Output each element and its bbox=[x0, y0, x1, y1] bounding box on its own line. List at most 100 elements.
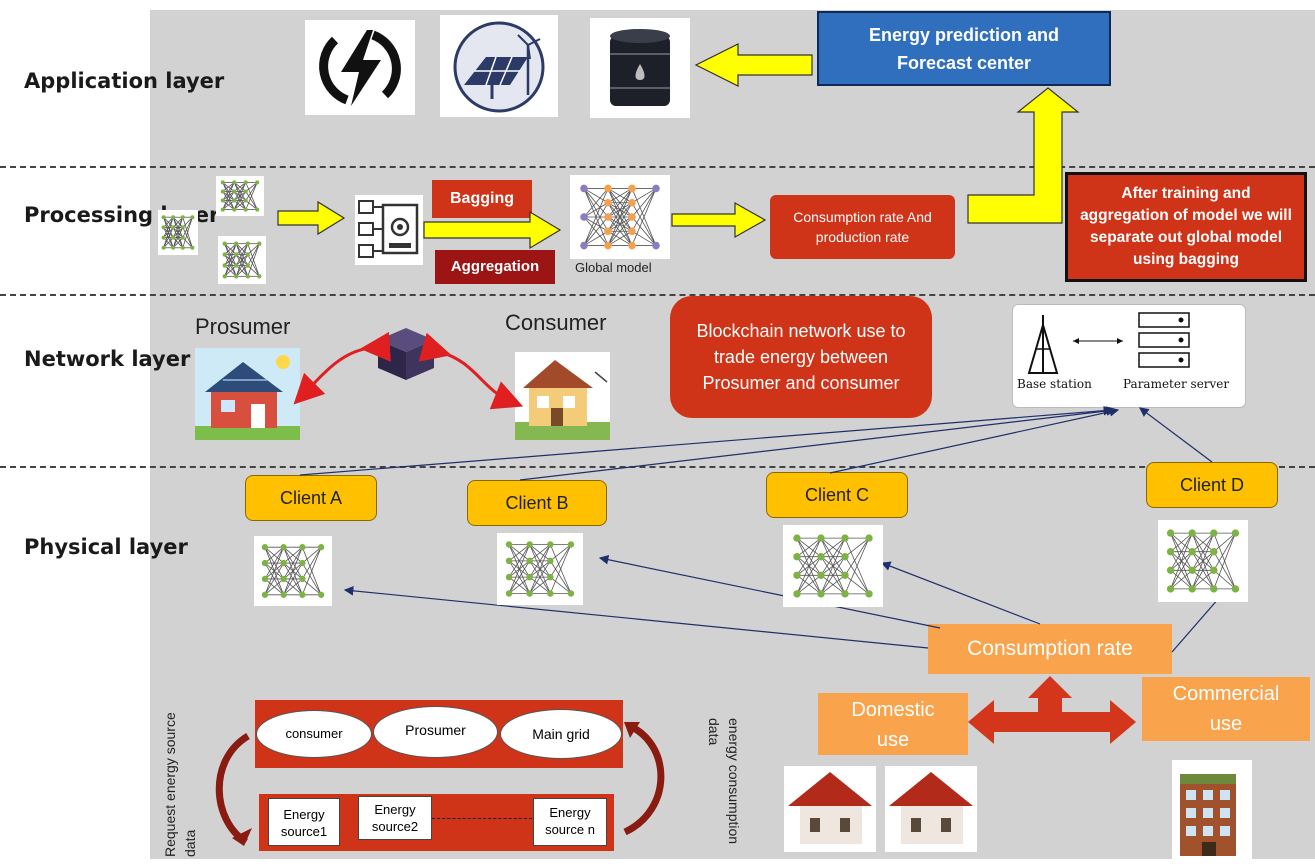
nn-node bbox=[299, 559, 306, 567]
nn-node bbox=[547, 541, 554, 548]
request-curve-arrow bbox=[215, 733, 250, 845]
nn-node bbox=[280, 544, 287, 551]
nn-node bbox=[505, 557, 513, 565]
nn-node bbox=[171, 235, 176, 240]
nn-node bbox=[1210, 585, 1218, 593]
prosumer-label: Prosumer bbox=[195, 314, 291, 339]
client-b-nn-icon bbox=[497, 533, 583, 605]
neural-network-icon bbox=[220, 180, 260, 212]
network-layer-label: Network layer bbox=[24, 347, 191, 371]
nn-node bbox=[817, 590, 825, 598]
energy-source-1-box: Energy source1 bbox=[268, 798, 340, 846]
client-a-nn-icon bbox=[254, 536, 332, 606]
nn-node bbox=[505, 573, 513, 581]
nn-node bbox=[604, 241, 612, 250]
nn-node bbox=[190, 245, 195, 250]
consumption-rate-box: Consumption rate bbox=[928, 624, 1172, 674]
physical-layer-label: Physical layer bbox=[24, 535, 188, 559]
prosumer-house-icon bbox=[195, 348, 300, 440]
nn-node bbox=[567, 590, 575, 597]
separator-network-physical bbox=[0, 466, 1315, 468]
nn-node bbox=[234, 263, 239, 268]
nn-node bbox=[280, 575, 287, 583]
rate-to-client-b-line bbox=[598, 554, 941, 629]
nn-node bbox=[526, 590, 533, 597]
neural-network-icon bbox=[580, 184, 660, 250]
nn-node bbox=[628, 198, 636, 207]
global-model-label: Global model bbox=[575, 260, 652, 275]
nn-node bbox=[793, 553, 801, 561]
nn-node bbox=[232, 189, 237, 194]
nn-node bbox=[171, 215, 176, 220]
blockchain-consumer-arrow bbox=[418, 332, 524, 410]
nn-node bbox=[817, 534, 825, 542]
nn-node bbox=[180, 245, 185, 250]
nn-node bbox=[604, 198, 612, 207]
nn-node bbox=[220, 180, 225, 185]
nn-node bbox=[547, 557, 554, 565]
nn-node bbox=[222, 241, 227, 246]
rate-to-client-c-line bbox=[880, 561, 1041, 625]
nn-node bbox=[280, 559, 287, 567]
nn-node bbox=[1231, 585, 1240, 593]
energy-source-n-box: Energy source n bbox=[533, 798, 607, 846]
nn-node bbox=[234, 252, 239, 257]
nn-node bbox=[299, 544, 306, 551]
nn-node bbox=[865, 534, 873, 542]
nn-node bbox=[220, 198, 225, 203]
nn-node bbox=[580, 184, 588, 193]
nn-node bbox=[257, 274, 262, 279]
nn-node bbox=[1188, 548, 1196, 556]
nn-node bbox=[161, 215, 166, 220]
nn-node bbox=[652, 184, 660, 193]
nn-node bbox=[257, 241, 262, 246]
nn-node bbox=[1166, 529, 1175, 537]
nn-node bbox=[180, 215, 185, 220]
neural-network-icon bbox=[1166, 529, 1240, 593]
nn-node bbox=[793, 590, 801, 598]
consumer-label: Consumer bbox=[505, 310, 607, 335]
nn-node bbox=[865, 590, 873, 598]
neural-network-icon bbox=[505, 541, 575, 597]
barrel-icon bbox=[590, 18, 690, 118]
nn-node bbox=[234, 241, 239, 246]
red-triple-arrow bbox=[968, 676, 1136, 744]
yellow-arrow-chip-to-global bbox=[423, 210, 562, 250]
nn-node bbox=[580, 241, 588, 250]
nn-node bbox=[793, 534, 801, 542]
nn-node bbox=[245, 241, 250, 246]
yellow-arrow-global-to-rates bbox=[671, 201, 767, 239]
client-a-box: Client A bbox=[245, 475, 377, 521]
nn-node bbox=[526, 573, 533, 581]
client-b-box: Client B bbox=[467, 480, 607, 526]
nn-node bbox=[261, 544, 269, 551]
client-d-box: Client D bbox=[1146, 462, 1278, 508]
nn-node bbox=[604, 227, 612, 236]
grid-prosumer-ellipse: Prosumer bbox=[373, 706, 498, 758]
nn-node bbox=[841, 590, 849, 598]
nn-node bbox=[161, 245, 166, 250]
nn-node bbox=[171, 225, 176, 230]
nn-node bbox=[1188, 529, 1196, 537]
input-nn-icon-2 bbox=[216, 176, 264, 216]
nn-node bbox=[261, 559, 269, 567]
yellow-arrow-rates-to-forecast bbox=[967, 87, 1080, 224]
neural-network-icon bbox=[261, 544, 325, 598]
nn-node bbox=[1188, 585, 1196, 593]
nn-node bbox=[628, 241, 636, 250]
separator-processing-network bbox=[0, 294, 1315, 296]
nn-node bbox=[280, 591, 287, 598]
nn-node bbox=[171, 245, 176, 250]
solar-wind-icon bbox=[440, 15, 558, 117]
nn-node bbox=[255, 180, 260, 185]
nn-node bbox=[299, 591, 306, 598]
neural-network-icon bbox=[793, 534, 873, 598]
prosumer-blockchain-arrow bbox=[293, 331, 391, 405]
nn-node bbox=[232, 198, 237, 203]
grid-consumer-ellipse: consumer bbox=[256, 710, 372, 758]
nn-node bbox=[1210, 529, 1218, 537]
nn-node bbox=[234, 274, 239, 279]
nn-node bbox=[222, 274, 227, 279]
domestic-use-box: Domestic use bbox=[818, 693, 968, 755]
